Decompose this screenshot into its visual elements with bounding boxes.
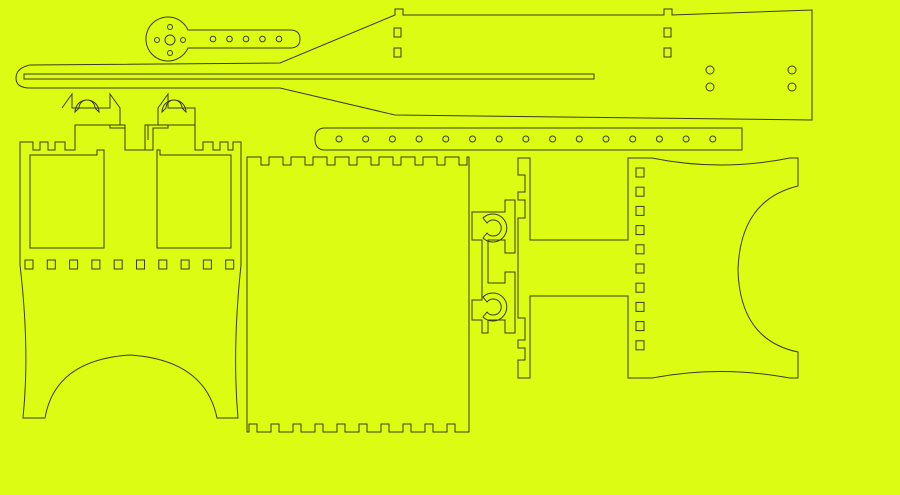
- horn-hole: [226, 35, 233, 43]
- finger-jointed-panel-outline: [246, 156, 470, 433]
- servo-screw-hole: [180, 37, 186, 43]
- long-lever-center-slot: [23, 73, 595, 80]
- square-slot: [635, 301, 645, 312]
- clip-ring-right: [161, 99, 187, 114]
- square-slot: [69, 259, 79, 270]
- leg-frame-window-right: [156, 149, 232, 249]
- clip-ring-upper: [482, 213, 508, 243]
- leg-frame-window-left: [29, 149, 105, 249]
- servo-hub-hole: [164, 34, 176, 46]
- h-bracket-slots: [635, 167, 645, 351]
- horn-hole: [242, 35, 250, 43]
- horn-hole: [259, 35, 266, 43]
- round-hole: [705, 82, 715, 92]
- strip-hole: [629, 135, 637, 143]
- strip-holes: [335, 135, 717, 143]
- square-slot: [635, 263, 645, 274]
- square-slot: [635, 282, 645, 293]
- square-slot: [635, 205, 645, 216]
- square-slot: [393, 27, 402, 38]
- horn-arm-holes: [209, 35, 283, 43]
- leg-frame-body: [19, 124, 242, 419]
- square-slot: [202, 259, 212, 270]
- servo-horn-arm-outline: [145, 16, 301, 62]
- long-lever-plate: [15, 8, 813, 121]
- strip-hole: [602, 135, 610, 143]
- servo-horn-arm: [145, 16, 301, 62]
- square-slot: [113, 259, 123, 270]
- clip-ring-lower: [482, 292, 508, 322]
- square-slot: [180, 259, 190, 270]
- servo-screw-hole: [154, 37, 160, 43]
- strip-hole: [415, 135, 423, 143]
- square-slot: [635, 186, 645, 197]
- round-hole: [787, 82, 797, 92]
- square-slot: [393, 47, 402, 58]
- square-slot: [635, 340, 645, 351]
- strip-hole: [469, 135, 476, 143]
- square-slot: [91, 259, 101, 270]
- square-slot: [635, 225, 645, 236]
- strip-hole: [442, 135, 450, 143]
- h-bracket-outline: [517, 157, 799, 379]
- finger-jointed-panel: [246, 156, 470, 433]
- leg-frame-slots: [24, 259, 235, 270]
- strip-hole: [388, 135, 396, 143]
- perforated-strip: [314, 127, 743, 151]
- square-slot: [635, 244, 645, 255]
- square-slot: [225, 259, 235, 270]
- round-hole: [787, 65, 797, 75]
- perforated-strip-outline: [314, 127, 743, 151]
- square-slot: [635, 321, 645, 332]
- square-slot: [663, 27, 672, 38]
- servo-screw-hole: [167, 50, 173, 56]
- square-slot: [158, 259, 168, 270]
- h-bracket-right: [517, 157, 799, 379]
- horn-hole: [275, 35, 283, 43]
- strip-hole: [522, 135, 530, 143]
- clip-ring-left: [74, 99, 100, 114]
- long-lever-plate-outline: [15, 8, 813, 121]
- horn-hole: [209, 35, 217, 43]
- strip-hole: [495, 135, 503, 143]
- round-hole: [705, 65, 715, 75]
- servo-screw-hole: [167, 24, 173, 30]
- square-slot: [635, 167, 645, 178]
- leg-frame-outline: [61, 92, 196, 151]
- strip-hole: [575, 135, 583, 143]
- clip-connector: [471, 199, 516, 334]
- strip-hole: [362, 135, 370, 143]
- strip-hole: [709, 135, 717, 143]
- strip-hole: [655, 135, 663, 143]
- strip-hole: [549, 135, 557, 143]
- square-slot: [663, 47, 672, 58]
- clip-connector-outline: [471, 199, 516, 334]
- square-slot: [46, 259, 56, 270]
- square-slot: [136, 259, 145, 270]
- square-slot: [24, 259, 34, 270]
- strip-hole: [335, 135, 343, 143]
- strip-hole: [682, 135, 690, 143]
- slotted-leg-frame-left: [19, 92, 242, 419]
